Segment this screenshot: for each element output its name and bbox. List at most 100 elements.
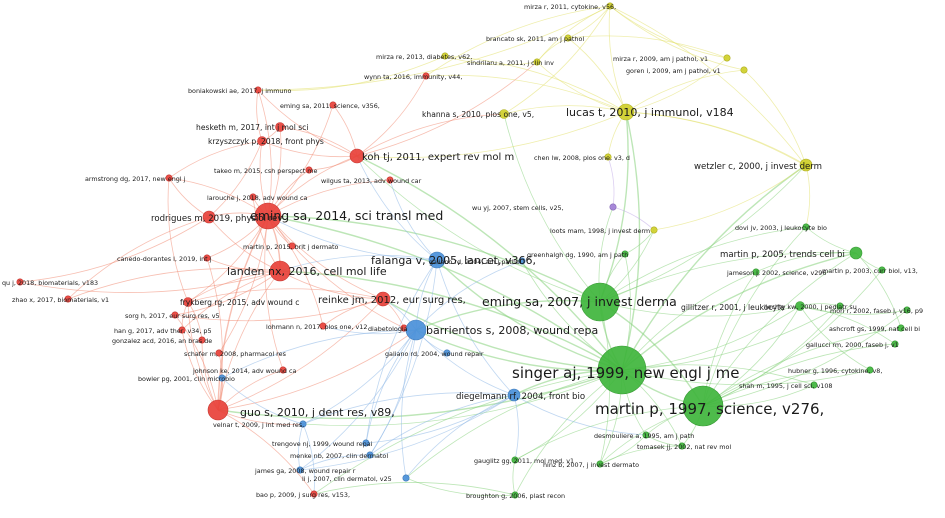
node-eming2011[interactable] bbox=[329, 101, 337, 109]
node-larouche2018[interactable] bbox=[249, 193, 257, 201]
edge-gauglitz2011-broughton2006 bbox=[512, 459, 516, 496]
edge-eming2014-johnson2014 bbox=[264, 215, 284, 371]
node-canedo2019[interactable] bbox=[203, 254, 211, 262]
edge-mirza2013-boniakowski bbox=[257, 55, 446, 92]
node-wu2007[interactable] bbox=[609, 203, 617, 211]
edge-mirza2011-khanna2010 bbox=[503, 5, 611, 115]
node-hang2017[interactable] bbox=[178, 326, 186, 334]
node-greenhalgh1990[interactable] bbox=[621, 250, 629, 258]
edge-lucas2010-wynn2016 bbox=[425, 74, 627, 113]
node-eming2007[interactable] bbox=[580, 282, 620, 322]
node-label-falanga2005: falanga v, 2005, lancet, v366, bbox=[371, 254, 536, 267]
node-gallucci2000[interactable] bbox=[891, 340, 899, 348]
node-label-eming2007: eming sa, 2007, j invest derma bbox=[482, 294, 677, 309]
edge-wu2007-loots1998 bbox=[612, 206, 655, 231]
node-barrientos2008[interactable] bbox=[405, 319, 427, 341]
node-armstrong2017[interactable] bbox=[165, 174, 173, 182]
edge-velnar2009-bowler2001 bbox=[221, 377, 304, 425]
node-sindrilaru2011[interactable] bbox=[533, 58, 541, 66]
node-trengove1999[interactable] bbox=[362, 439, 370, 447]
node-boniakowski[interactable] bbox=[254, 86, 262, 94]
node-takeo2015[interactable] bbox=[305, 166, 313, 174]
edge-landen2016-hang2017 bbox=[181, 270, 281, 331]
edge-singer-eming2014 bbox=[267, 215, 623, 371]
edge-barrientos2008-velnar2009 bbox=[302, 329, 417, 425]
edge-martin2005-ashcroft1999 bbox=[855, 252, 902, 329]
node-khanna2010[interactable] bbox=[499, 109, 509, 119]
edge-menke2007-james2008 bbox=[299, 454, 371, 471]
node-label-wu2007: wu yj, 2007, stem cells, v25, bbox=[472, 204, 564, 212]
node-johnson2014[interactable] bbox=[279, 366, 287, 374]
node-sorg2017[interactable] bbox=[171, 311, 179, 319]
node-galiano2004b[interactable] bbox=[443, 349, 451, 357]
node-landen2016[interactable] bbox=[269, 260, 291, 282]
node-mori2002[interactable] bbox=[903, 306, 911, 314]
node-lucas2010[interactable] bbox=[617, 103, 635, 121]
node-gonzalez2016[interactable] bbox=[198, 336, 206, 344]
edge-eming2014-wilgus2013 bbox=[267, 179, 391, 217]
node-frykberg2015[interactable] bbox=[183, 297, 193, 307]
node-jameson2002[interactable] bbox=[752, 268, 760, 276]
node-falanga2005[interactable] bbox=[428, 251, 446, 269]
node-martin2005[interactable] bbox=[849, 246, 863, 260]
node-label-bowler2001: bowler pg, 2001, clin microbio bbox=[138, 375, 235, 383]
node-desmouliere1995[interactable] bbox=[642, 431, 650, 439]
node-label-hesketh2017: hesketh m, 2017, int j mol sci bbox=[196, 123, 308, 132]
node-singer[interactable] bbox=[597, 345, 647, 395]
node-zhao2017[interactable] bbox=[64, 295, 72, 303]
node-schafer2008[interactable] bbox=[215, 349, 223, 357]
node-bowler2001[interactable] bbox=[218, 374, 226, 382]
node-eming2014[interactable] bbox=[254, 202, 282, 230]
node-wilgus2013[interactable] bbox=[386, 176, 394, 184]
node-label-canedo2019: canedo-dorantes l, 2019, int j bbox=[117, 255, 212, 263]
node-guo2010[interactable] bbox=[207, 399, 229, 421]
edge-eming2007-wetzler2000 bbox=[599, 164, 807, 303]
node-loots1998[interactable] bbox=[650, 226, 658, 234]
node-brancato2011[interactable] bbox=[564, 34, 572, 42]
node-chen2008[interactable] bbox=[604, 153, 612, 161]
node-liechty2000[interactable] bbox=[836, 302, 844, 310]
node-tomasek2002[interactable] bbox=[678, 442, 686, 450]
edge-mirza2011-mirza2013b bbox=[609, 5, 807, 167]
node-wynn2016[interactable] bbox=[422, 72, 430, 80]
node-broughton2006[interactable] bbox=[511, 491, 519, 499]
node-li2007[interactable] bbox=[402, 474, 410, 482]
node-ashcroft1999[interactable] bbox=[897, 324, 905, 332]
node-martin1997[interactable] bbox=[682, 385, 724, 427]
edge-koh2011-hesketh2017 bbox=[279, 126, 358, 157]
node-hinz2007[interactable] bbox=[596, 460, 604, 468]
node-hesketh2017[interactable] bbox=[275, 122, 285, 132]
node-dovi2003[interactable] bbox=[802, 223, 810, 231]
edge-mirza2011-brancato2011 bbox=[567, 5, 611, 39]
edge-falanga2005-eming2014 bbox=[267, 215, 438, 261]
edge-falanga2005-trengove1999 bbox=[365, 259, 438, 444]
node-reinke2012[interactable] bbox=[375, 291, 391, 307]
node-mirza2009[interactable] bbox=[723, 54, 731, 62]
node-velnar2009[interactable] bbox=[299, 420, 307, 428]
node-martin2015[interactable] bbox=[288, 242, 296, 250]
node-james2008[interactable] bbox=[296, 466, 304, 474]
node-qu2018[interactable] bbox=[16, 278, 24, 286]
node-shah1995[interactable] bbox=[810, 381, 818, 389]
node-lohmann2017[interactable] bbox=[319, 322, 327, 330]
node-mirza2013[interactable] bbox=[441, 52, 449, 60]
node-hubner1996[interactable] bbox=[866, 366, 874, 374]
node-label-chen2008: chen lw, 2008, plos one, v3, d bbox=[534, 154, 630, 162]
edge-rodrigues2019-zhao2017 bbox=[67, 216, 210, 300]
node-goren2009[interactable] bbox=[740, 66, 748, 74]
node-bao2009[interactable] bbox=[310, 490, 318, 498]
node-wetzler2000[interactable] bbox=[799, 158, 813, 172]
node-krzyszczyk2018[interactable] bbox=[257, 136, 267, 146]
node-galiano2004[interactable] bbox=[518, 257, 526, 265]
node-gauglitz2011[interactable] bbox=[511, 456, 519, 464]
node-label-ashcroft1999: ashcroft gs, 1999, nat cell bi bbox=[829, 325, 920, 333]
node-gillitzer2001[interactable] bbox=[795, 301, 805, 311]
node-koh2011[interactable] bbox=[349, 148, 365, 164]
node-martin2003[interactable] bbox=[878, 266, 886, 274]
node-mirza2011[interactable] bbox=[606, 2, 614, 10]
node-diegelmann2004[interactable] bbox=[507, 388, 521, 402]
edge-barrientos2008-james2008 bbox=[299, 329, 417, 471]
node-rodrigues2019[interactable] bbox=[202, 210, 216, 224]
node-menke2007[interactable] bbox=[366, 451, 374, 459]
node-label-dovi2003: dovi jv, 2003, j leukocyte bio bbox=[735, 224, 827, 232]
